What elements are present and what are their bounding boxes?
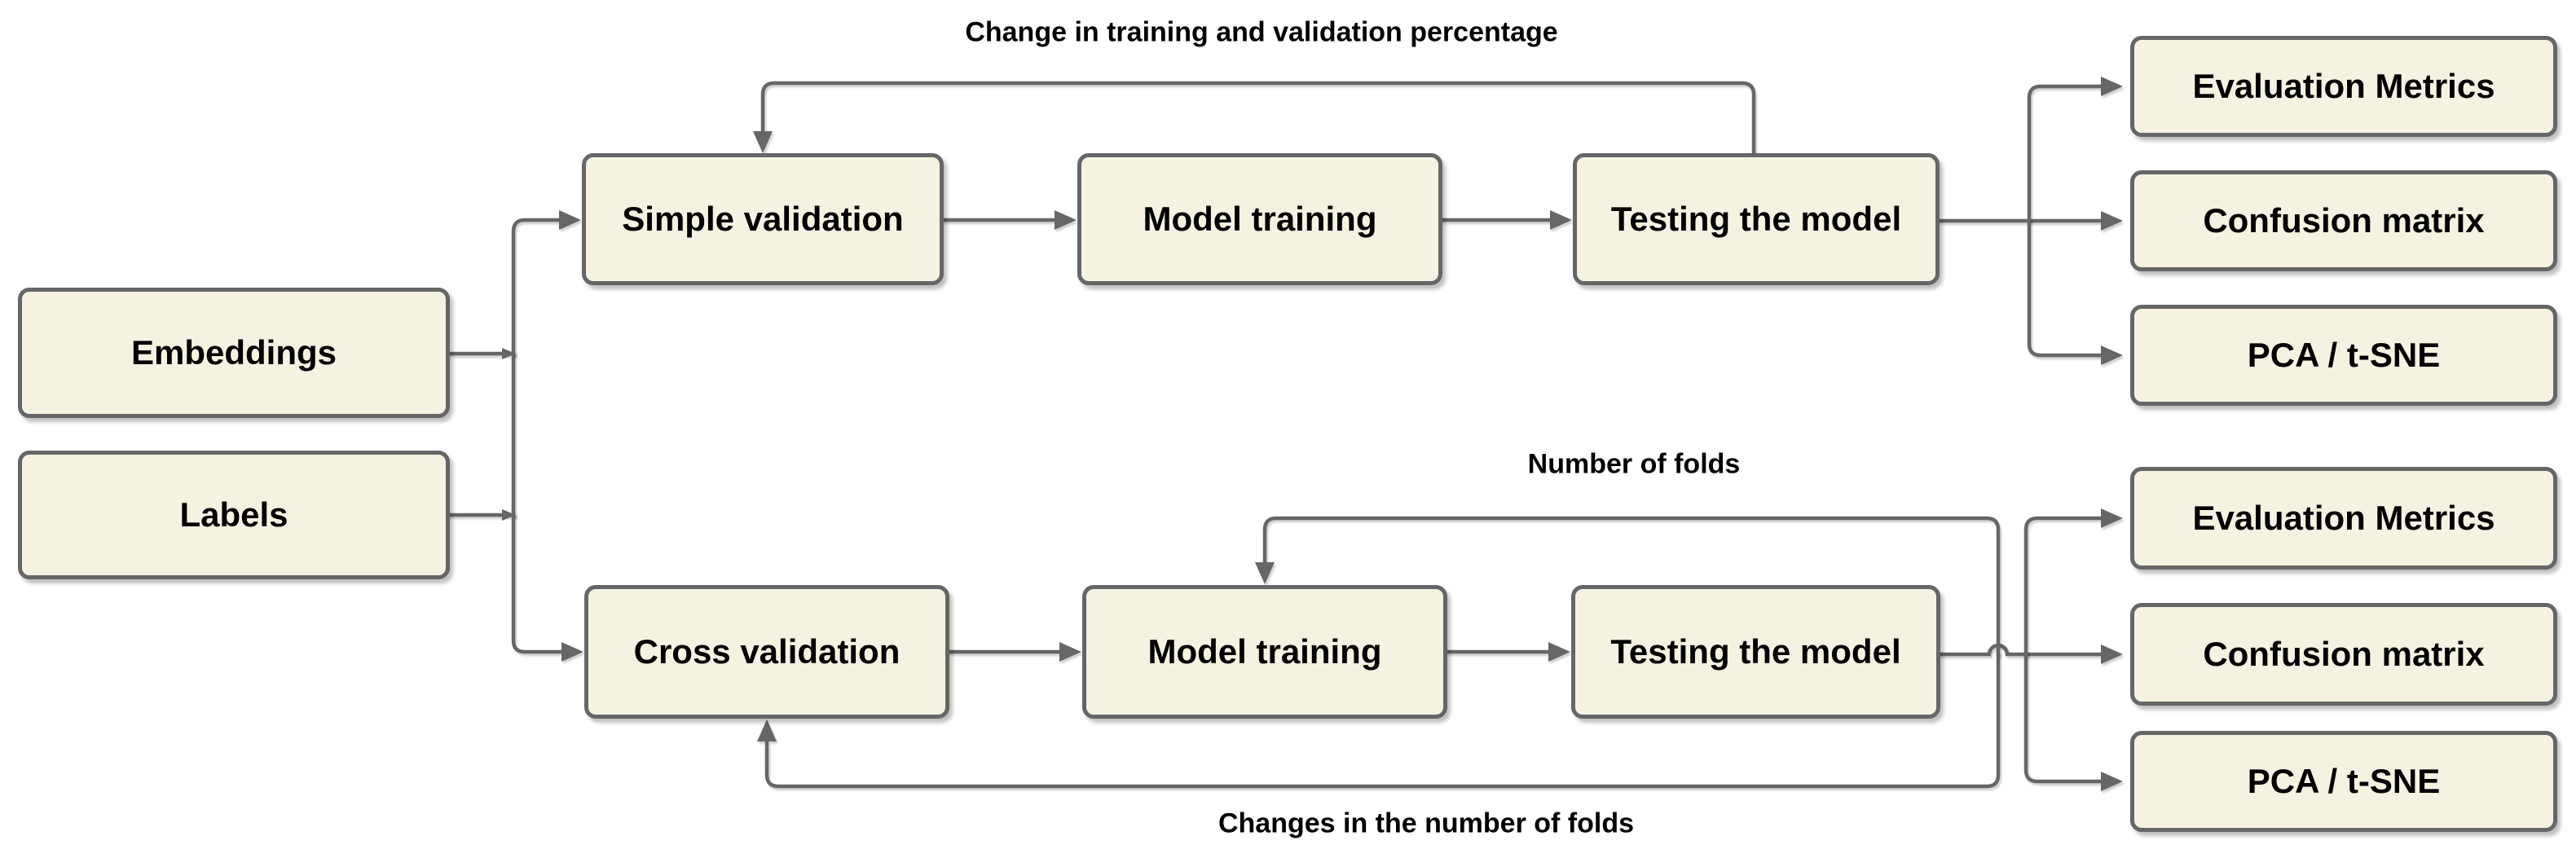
- edge-top-fan-down: [2027, 218, 2123, 365]
- node-confusion-matrix-bottom: Confusion matrix: [2130, 603, 2557, 706]
- edge-bottom-fan-down: [2023, 652, 2123, 791]
- node-evaluation-metrics-bottom: Evaluation Metrics: [2130, 467, 2557, 570]
- junction-tick-labels: [502, 509, 516, 521]
- edge-number-of-folds: [1255, 516, 2001, 657]
- node-simple-validation: Simple validation: [582, 153, 944, 285]
- node-label: Evaluation Metrics: [2192, 67, 2495, 105]
- node-model-training-top: Model training: [1077, 153, 1442, 285]
- node-testing-model-bottom: Testing the model: [1571, 585, 1940, 719]
- node-label: PCA / t-SNE: [2247, 336, 2441, 374]
- node-pca-tsne-bottom: PCA / t-SNE: [2130, 731, 2557, 832]
- node-embeddings: Embeddings: [18, 288, 450, 418]
- edge-top-feedback: [753, 81, 1756, 155]
- node-testing-model-top: Testing the model: [1573, 153, 1940, 285]
- edge-label-top-feedback: Change in training and validation percen…: [965, 16, 1558, 48]
- node-evaluation-metrics-top: Evaluation Metrics: [2130, 36, 2557, 137]
- node-label: Confusion matrix: [2203, 635, 2485, 673]
- node-label: Model training: [1143, 200, 1377, 238]
- edge-bottom-fan-up: [2023, 508, 2123, 657]
- node-confusion-matrix-top: Confusion matrix: [2130, 170, 2557, 271]
- node-label: Testing the model: [1610, 200, 1902, 238]
- edge-top-fan-up: [2027, 77, 2123, 223]
- edge-label-changes-number-of-folds: Changes in the number of folds: [1218, 807, 1635, 839]
- node-label: Confusion matrix: [2203, 201, 2485, 240]
- edge-to-cross-validation: [511, 513, 583, 662]
- node-cross-validation: Cross validation: [584, 585, 949, 719]
- node-label: Embeddings: [130, 333, 337, 372]
- node-label: Model training: [1147, 632, 1382, 671]
- node-label: Cross validation: [633, 632, 900, 671]
- junction-tick-embeddings: [502, 348, 516, 359]
- edge-bottom-fan-middle: [1938, 643, 2123, 664]
- node-label: Simple validation: [622, 200, 904, 238]
- edge-to-simple-validation: [511, 210, 581, 356]
- node-label: Testing the model: [1610, 632, 1901, 671]
- node-pca-tsne-top: PCA / t-SNE: [2130, 305, 2557, 406]
- edge-label-number-of-folds: Number of folds: [1527, 448, 1741, 480]
- node-label: Evaluation Metrics: [2192, 499, 2495, 537]
- node-label: PCA / t-SNE: [2247, 762, 2441, 800]
- edge-changes-number-of-folds: [757, 652, 2001, 789]
- node-model-training-bottom: Model training: [1082, 585, 1447, 719]
- node-label: Labels: [179, 495, 288, 534]
- node-labels: Labels: [18, 451, 450, 579]
